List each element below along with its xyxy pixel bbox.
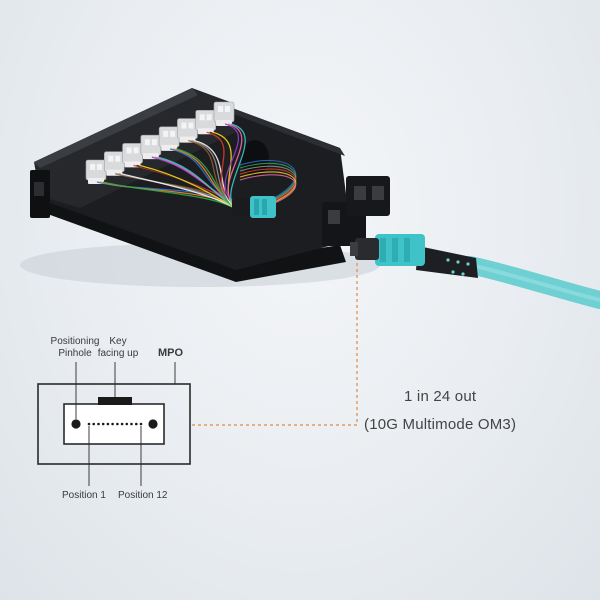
fiber-position-dot <box>92 422 95 426</box>
fiber-position-dot <box>130 422 133 426</box>
leader-line <box>192 263 358 426</box>
fiber-position-dot <box>111 422 114 426</box>
label-pinhole: Pinhole <box>58 348 92 359</box>
key-tab <box>98 397 132 405</box>
end-face-outer <box>37 383 191 465</box>
lc-duplex-adapter <box>85 159 107 184</box>
fan-out-fibers <box>96 123 297 211</box>
label-position-12: Position 12 <box>118 490 168 501</box>
mount-latch-right <box>322 176 390 246</box>
fiber-strand <box>139 164 239 211</box>
fiber-loop <box>239 162 297 202</box>
fiber-loop <box>239 168 297 204</box>
mount-tab-slot <box>34 182 44 196</box>
fiber-position-dot <box>116 422 119 426</box>
label-fiber-type: (10G Multimode OM3) <box>364 416 517 433</box>
lc-duplex-adapter <box>158 126 180 151</box>
lc-duplex-adapter <box>213 101 235 126</box>
internal-mpo-connector <box>232 196 276 218</box>
fiber-position-dot <box>101 422 105 426</box>
lc-duplex-adapter <box>122 143 143 168</box>
lc-duplex-adapter <box>177 118 198 143</box>
label-positioning: Positioning <box>50 336 100 347</box>
fiber-position-dot <box>139 422 143 426</box>
pinhole-left <box>71 419 81 429</box>
label-key-line1: Key <box>109 336 127 347</box>
cassette-tray <box>42 98 352 270</box>
fiber-loop <box>239 165 297 203</box>
fiber-position-dot <box>87 422 91 426</box>
label-position-1: Position 1 <box>62 490 106 501</box>
connector-boot <box>416 246 478 278</box>
mpo-trunk-cable <box>350 234 600 309</box>
fiber-loop <box>239 159 297 201</box>
label-key-line2: facing up <box>97 348 139 359</box>
lc-duplex-adapter <box>195 109 217 135</box>
mpo-connector-housing <box>375 234 425 266</box>
fiber-position-dot <box>135 422 138 426</box>
cassette-rim <box>205 98 345 156</box>
lc-duplex-adapter <box>140 134 162 160</box>
label-positioning-pinhole: Positioning Pinhole <box>42 336 108 360</box>
lc-duplex-adapter <box>103 151 125 176</box>
fiber-loop <box>239 171 297 205</box>
lc-adapter-row <box>85 101 235 184</box>
label-mpo: MPO <box>158 347 184 359</box>
fiber-position-dot <box>125 422 129 426</box>
fiber-position-dot <box>106 422 110 426</box>
label-output-count: 1 in 24 out <box>404 388 477 405</box>
fiber-loop <box>239 174 297 206</box>
mpo-ferrule <box>355 238 379 260</box>
fiber-position-dot <box>120 422 124 426</box>
adapter-panel-top <box>34 88 198 168</box>
mpo-end-face-diagram <box>37 362 191 486</box>
label-key: Key facing up <box>90 336 146 360</box>
pinhole-right <box>148 419 158 429</box>
fiber-position-dot <box>97 422 100 426</box>
fiber-positions <box>87 422 143 426</box>
